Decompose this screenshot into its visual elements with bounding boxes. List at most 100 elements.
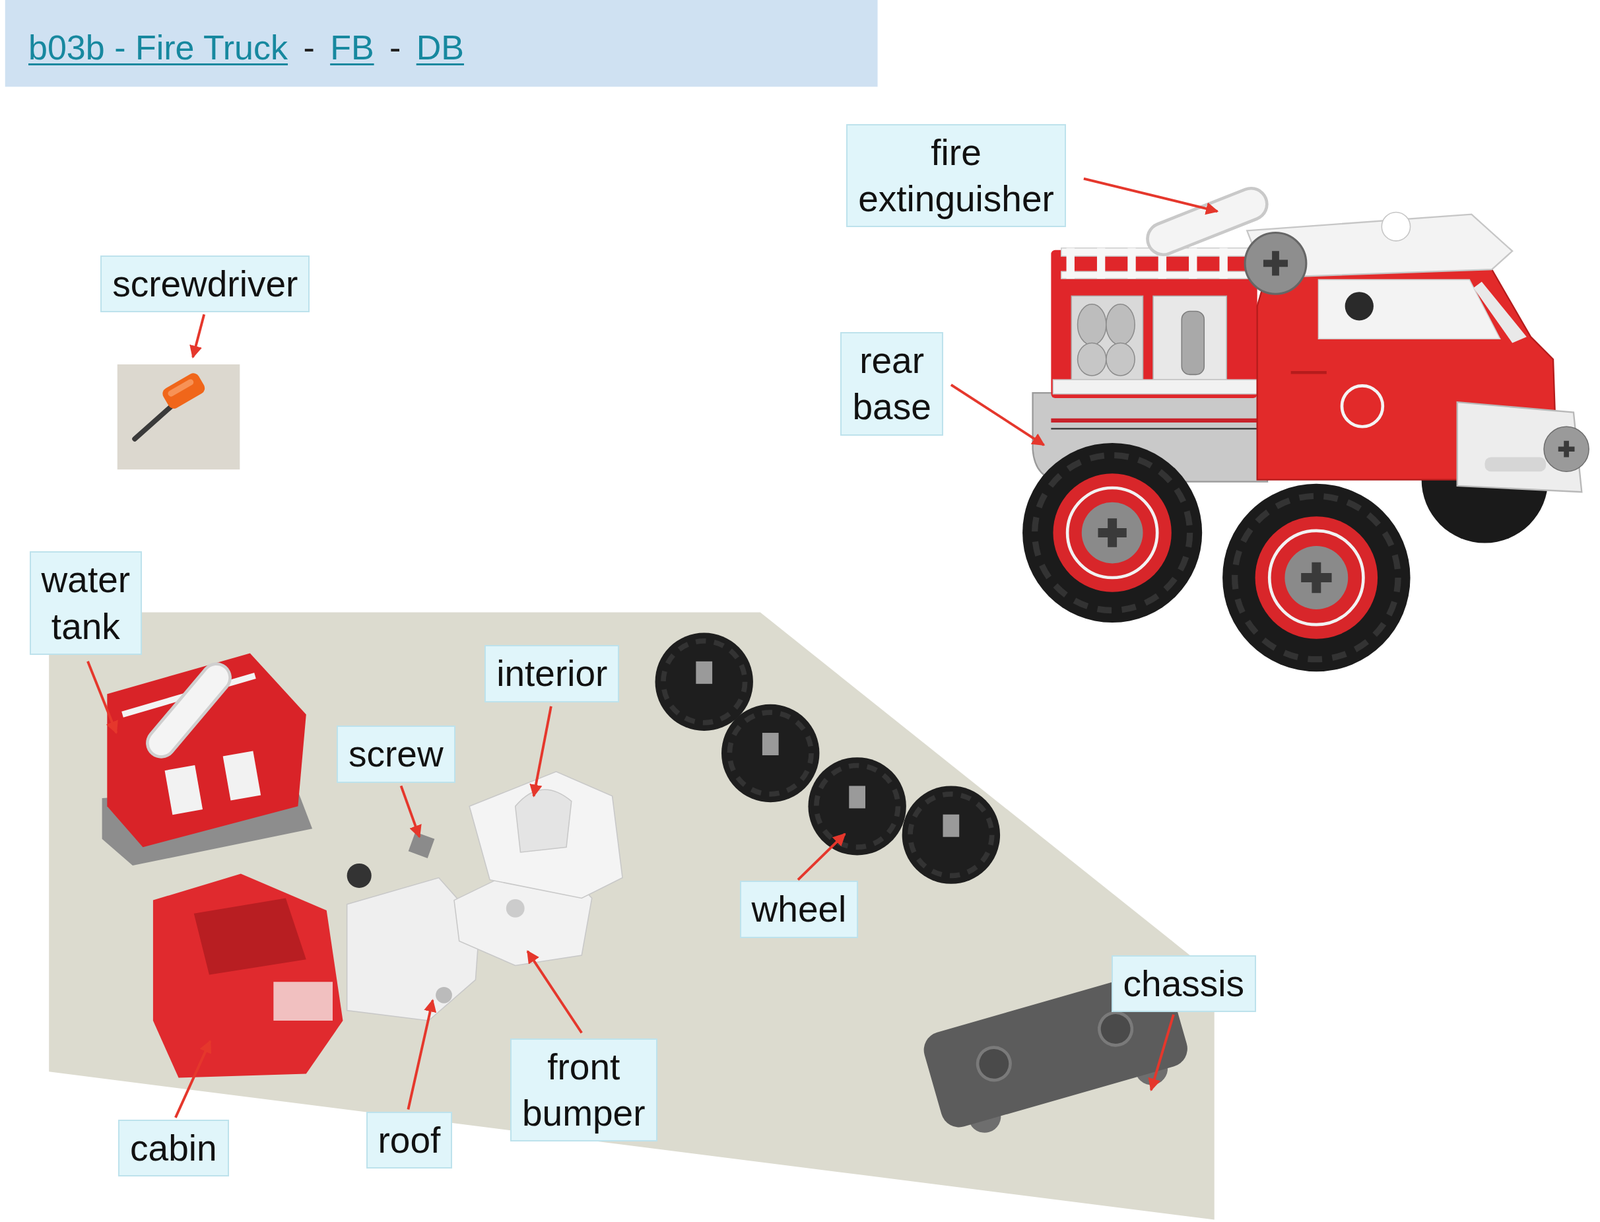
title-band — [5, 0, 878, 87]
part-label: chassis — [1111, 955, 1257, 1012]
leader-arrow — [87, 661, 117, 733]
separator: - — [302, 29, 315, 67]
parts-photo-shape — [194, 897, 307, 975]
leader-arrow — [798, 833, 845, 880]
part-label: fire extinguisher — [846, 124, 1067, 228]
parts-photo-shape — [902, 785, 1000, 884]
label-text: rear base — [852, 337, 931, 431]
artwork — [5, 0, 1589, 1220]
parts-photo-shape — [816, 765, 899, 848]
screwdriver-photo-shape — [134, 405, 172, 439]
parts-photo-shape-shape — [973, 1043, 1014, 1084]
fire-truck-picture-shape — [1457, 401, 1583, 492]
fire-truck-picture-shape — [1219, 248, 1228, 279]
parts-photo-shape-shape — [1095, 1008, 1136, 1049]
screwdriver-photo-shape — [160, 370, 208, 411]
fire-truck-picture-shape — [1052, 379, 1257, 395]
parts-photo-shape — [161, 677, 216, 744]
parts-photo-shape — [435, 986, 453, 1004]
part-label: roof — [366, 1111, 453, 1169]
fire-truck-picture-shape — [1558, 440, 1575, 458]
fire-truck-picture-shape — [1034, 455, 1191, 611]
leader-arrow — [192, 314, 204, 358]
parts-photo-shape — [663, 640, 746, 723]
label-text: interior — [496, 650, 608, 697]
fire-truck-picture-shape — [1188, 248, 1197, 279]
leader-arrow — [175, 1040, 211, 1118]
screwdriver-photo-shape — [117, 364, 241, 470]
parts-photo-shape — [655, 633, 754, 731]
fire-truck-picture-shape — [1181, 311, 1204, 375]
parts-photo-shape — [408, 831, 435, 859]
parts-photo-shape — [506, 899, 525, 918]
leader-arrows — [87, 178, 1218, 1118]
fire-truck-picture-shape — [1255, 516, 1379, 639]
fire-truck-picture-shape — [1050, 427, 1264, 430]
fire-truck-picture-shape — [1284, 545, 1348, 610]
parts-photo-shape — [165, 765, 203, 815]
fire-truck-picture-shape — [1071, 295, 1143, 380]
link-label: FB — [330, 29, 374, 67]
fire-truck-picture-shape — [1127, 248, 1136, 279]
fire-truck-picture-shape — [1097, 518, 1127, 547]
fire-truck-picture-shape — [1473, 281, 1527, 344]
fire-truck-picture-shape — [1077, 304, 1107, 346]
parts-photo-shape — [223, 750, 261, 800]
fire-truck-picture — [1022, 203, 1589, 672]
fire-truck-picture-shape — [1345, 291, 1374, 321]
fire-truck-picture-shape — [1291, 370, 1327, 375]
fire-truck-picture-shape — [1318, 279, 1500, 340]
fire-truck-picture-shape — [1153, 295, 1227, 380]
fire-truck-picture-shape — [1484, 457, 1546, 472]
parts-photo-shape — [910, 794, 993, 876]
label-text: chassis — [1123, 960, 1245, 1007]
screwdriver-photo-shape — [166, 378, 195, 399]
fire-truck-picture-shape — [1106, 304, 1135, 346]
part-label: water tank — [29, 551, 143, 655]
label-text: screw — [348, 730, 444, 777]
part-label: screwdriver — [100, 255, 310, 313]
fire-truck-picture-shape — [1050, 418, 1264, 423]
fire-truck-picture-shape — [1052, 473, 1171, 592]
part-label: front bumper — [510, 1038, 657, 1142]
parts-photo-shape — [721, 704, 820, 802]
label-text: fire extinguisher — [858, 129, 1055, 223]
parts-photo-shape — [153, 873, 344, 1078]
label-text: wheel — [751, 885, 847, 933]
parts-photo-shape — [729, 712, 812, 795]
leader-arrow — [527, 951, 582, 1034]
title-row: b03b - Fire Truck-FB-DB — [28, 29, 465, 67]
parts-photo-shape — [695, 661, 713, 684]
title: b03b - Fire Truck — [28, 29, 288, 67]
fire-truck-picture-shape — [1022, 442, 1202, 623]
part-label: cabin — [118, 1119, 229, 1177]
parts-photo-shape — [347, 863, 372, 888]
parts-photo-shape — [469, 771, 623, 899]
parts-photo — [48, 612, 1215, 1220]
part-label: wheel — [739, 880, 859, 938]
leader-arrow — [533, 706, 552, 797]
fire-truck-picture-shape — [1234, 495, 1399, 659]
leader-arrow — [951, 384, 1045, 445]
fire-truck-picture-shape — [1067, 487, 1158, 578]
separator: - — [389, 29, 401, 67]
parts-photo-shape — [807, 757, 906, 855]
parts-photo-shape — [762, 732, 779, 756]
fire-truck-picture-shape — [1081, 502, 1144, 564]
screwdriver-photo — [117, 364, 241, 470]
label-text: front bumper — [522, 1043, 645, 1137]
label-text: cabin — [130, 1124, 217, 1171]
fire-truck-picture-shape — [1543, 426, 1589, 472]
label-text: water tank — [41, 556, 131, 650]
fire-truck-picture-shape — [1097, 248, 1105, 279]
leader-arrow — [401, 785, 420, 837]
link-label: DB — [416, 29, 465, 67]
parts-photo-shape — [48, 612, 1215, 1220]
parts-photo-shape — [106, 652, 306, 847]
fire-truck-picture-shape — [1341, 385, 1383, 427]
parts-photo-shape — [515, 789, 572, 853]
fire-truck-picture-shape — [1269, 530, 1364, 625]
label-text: screwdriver — [112, 260, 298, 307]
leader-arrow — [1151, 1014, 1174, 1090]
